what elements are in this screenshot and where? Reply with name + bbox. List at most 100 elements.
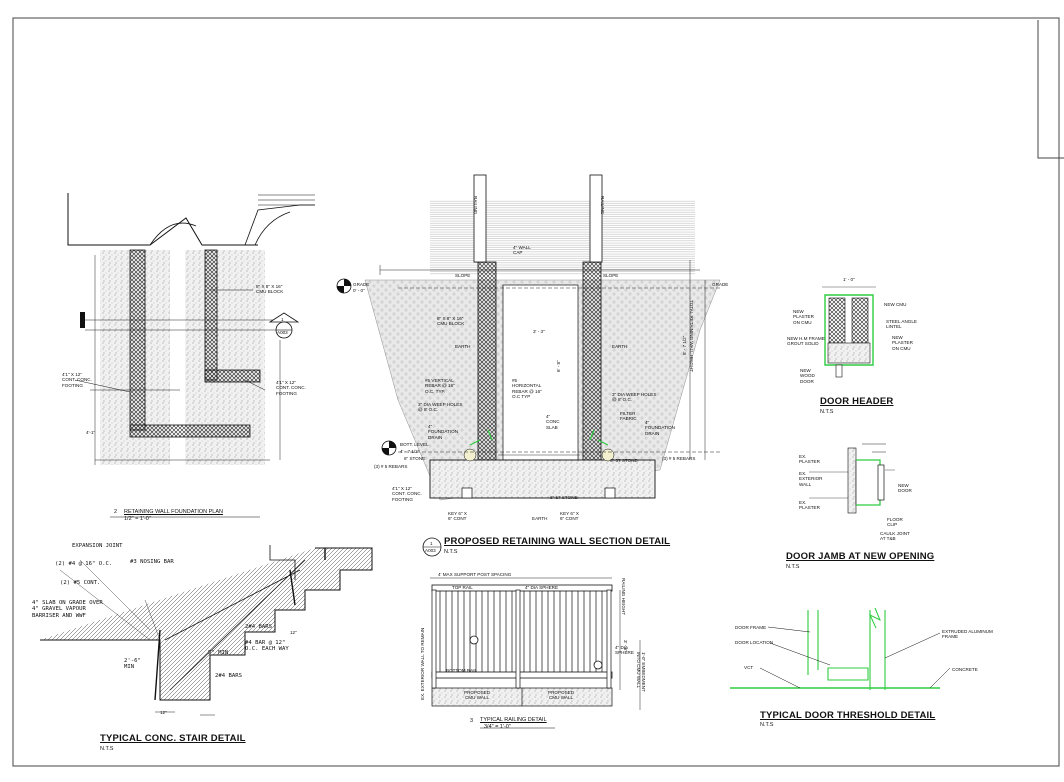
stair-scale: N.T.S: [100, 746, 114, 752]
bott-level-label: BOTT. LEVEL: [400, 442, 429, 447]
wall-cap-label: 4" WALL CAP: [513, 245, 531, 256]
section-caption-sheet: A003: [425, 548, 436, 553]
door-jamb-title: DOOR JAMB AT NEW OPENING: [786, 551, 935, 562]
stair-dim-12b: 12": [160, 710, 167, 715]
section-tag-sheet: A003: [277, 330, 288, 335]
proposed-right-label: PROPOSED CMU WALL: [548, 690, 575, 701]
grade-right-label: GRADE: [712, 282, 729, 287]
key-right-label: KEY 6" X 6" CONT: [560, 511, 579, 522]
ex-plaster-label: EX. PLASTER: [799, 454, 820, 465]
new-plaster-label: NEW PLASTER ON CMU: [793, 309, 814, 325]
drain-left-label: 4" FOUNDATION DRAIN: [428, 424, 459, 440]
door-jamb-graphic: [809, 443, 895, 514]
floor-clip-label: FLOOR CLIP: [887, 517, 903, 528]
section-cmu-label: 8" X 8" X 16" CMU BLOCK: [437, 316, 465, 327]
grade-label: GRADE: [353, 282, 370, 287]
door-header-title: DOOR HEADER: [820, 396, 894, 407]
door-location-label: DOOR LOCATION: [735, 640, 774, 645]
embedment-label: 1'-0" EMBEDMENT INTO CMU WALL: [635, 652, 646, 692]
bars-4-b-label: 2#4 BARS: [215, 673, 242, 679]
spacing-label: 4' MAX SUPPORT POST SPACING: [438, 572, 512, 577]
vertical-rebar-label: #5 VERTICAL REBAR @ 16" O.C. TYP.: [425, 378, 455, 394]
railing-right-label: RAILING: [600, 196, 605, 215]
extruded-frame-label: EXTRUDED ALUMINUM FRAME: [942, 629, 993, 640]
section-caption-number: 1: [430, 541, 433, 546]
plan-dim-left: 4'-1": [86, 430, 96, 435]
weep-holes-right-label: 3" DIA WEEP HOLES @ 8' O.C.: [612, 392, 657, 403]
footing-left-label: 4'1" X 12" CONT. CONC. FOOTING: [62, 372, 92, 388]
new-cmu-label: NEW CMU: [884, 302, 907, 307]
section-footing-label: 4'1" X 12" CONT. CONC. FOOTING: [392, 486, 422, 502]
bar-12-label: #4 BAR @ 12" O.C. EACH WAY: [245, 640, 289, 653]
conc-slab-label: 4" CONC SLAB: [546, 414, 560, 430]
total-height-dim: 8' - 7 1/2": [682, 335, 687, 355]
concrete-label: CONCRETE: [952, 667, 978, 672]
sphere-label: 4" DIA SPHERE: [525, 585, 559, 590]
header-dim-top: 1' - 0": [843, 277, 855, 282]
door-frame-label: DOOR FRAME: [735, 625, 767, 630]
cmu-block-label: 8" X 8" X 16" CMU BLOCK: [256, 284, 284, 295]
proposed-left-label: PROPOSED CMU WALL: [464, 690, 491, 701]
filter-fabric-label: FILTER FABRIC: [620, 411, 637, 422]
plan-caption: RETAINING WALL FOUNDATION PLAN: [124, 509, 224, 515]
min-5-label: 5" MIN: [208, 650, 229, 656]
ex-exterior-wall-label: EX. EXTERIOR WALL: [799, 471, 823, 487]
railing-left-label: RAILING: [473, 196, 478, 215]
section-scale: N.T.S: [444, 549, 458, 555]
cont-rebar-label: (2) #5 CONT.: [60, 580, 101, 586]
threshold-graphic: [730, 607, 951, 690]
caulk-joint-label: CAULK JOINT AT T&B: [880, 531, 910, 542]
key-left-label: KEY 6" X 6" CONT: [448, 511, 467, 522]
earth-right-label: EARTH: [612, 344, 628, 349]
side-height-dim: 6' - 8": [556, 360, 561, 372]
min-26-label: 2'-6" MIN: [124, 658, 141, 671]
rebar-16-label: (2) #4 @ 16" O.C.: [55, 561, 113, 567]
inner-width-dim: 3' - 3": [533, 329, 545, 334]
rebars-left-label: (3) # 5 REBARS: [374, 464, 408, 469]
slab-label: 4" SLAB ON GRADE OVER 4" GRAVEL VAPOUR B…: [32, 600, 103, 619]
railing-height-label: RAILING HEIGHT: [621, 578, 626, 616]
door-header-scale: N.T.S: [820, 409, 834, 415]
stone-left-label: 6" STONE: [404, 456, 426, 461]
footing-right-label: 4'1" X 12" CONT. CONC. FOOTING: [276, 380, 306, 396]
threshold-title: TYPICAL DOOR THRESHOLD DETAIL: [760, 710, 936, 721]
foundation-plan-graphic: [67, 193, 315, 518]
stair-dim-12a: 12": [290, 630, 297, 635]
earth-left-label: EARTH: [455, 344, 471, 349]
stair-title: TYPICAL CONC. STAIR DETAIL: [100, 733, 246, 744]
ex-plaster-bottom-label: EX. PLASTER: [799, 500, 820, 511]
section-title: PROPOSED RETAINING WALL SECTION DETAIL: [444, 536, 671, 547]
door-header-graphic: [822, 286, 876, 378]
slope-left-label: SLOPE: [455, 273, 471, 278]
railing-scale: 3/4" = 1'-0": [484, 724, 511, 730]
bars-4-a-label: 2#4 BARS: [245, 624, 272, 630]
bottom-rail-label: BOTTOM RAIL: [446, 668, 478, 673]
wood-door-label: NEW WOOD DOOR: [800, 368, 815, 384]
new-door-label: NEW DOOR: [898, 483, 912, 494]
railing-caption-number: 3: [470, 718, 474, 724]
horizontal-rebar-label: #5 HORIZONTAL REBAR @ 16" O.C TYP: [512, 378, 542, 399]
dia-sphere-label: 4" DIA SPHERE: [615, 645, 634, 656]
drain-right-label: 4" FOUNDATION DRAIN: [645, 420, 676, 436]
nosing-bar-label: #3 NOSING BAR: [130, 559, 174, 565]
wall-section-graphic: [336, 174, 721, 557]
stone-right-label: 6" 57 STONE: [610, 458, 638, 463]
railing-caption: TYPICAL RAILING DETAIL: [480, 717, 547, 723]
vct-label: VCT: [744, 665, 754, 670]
stair-graphic: [40, 545, 373, 716]
steel-angle-label: STEEL ANGLE LINTEL: [886, 319, 917, 330]
stone-mid-label: 6" 57 STONE: [550, 495, 578, 500]
hm-frame-label: NEW H.M FRAME GROUT SOLID: [787, 336, 825, 347]
top-rail-label: TOP RAIL: [452, 585, 473, 590]
threshold-scale: N.T.S: [760, 722, 774, 728]
new-plaster-right-label: NEW PLASTER ON CMU: [892, 335, 913, 351]
earth-bottom-label: EARTH: [532, 516, 548, 521]
slope-right-label: SLOPE: [603, 273, 619, 278]
ex-wall-label: EX. EXTERIOR WALL TO REMAIN: [420, 627, 425, 700]
rebars-right-label: (3) # 5 REBARS: [662, 456, 696, 461]
section-tag-number: 1: [281, 317, 284, 322]
door-jamb-scale: N.T.S: [786, 564, 800, 570]
plan-scale: 1/2" = 1'-0": [124, 516, 151, 522]
